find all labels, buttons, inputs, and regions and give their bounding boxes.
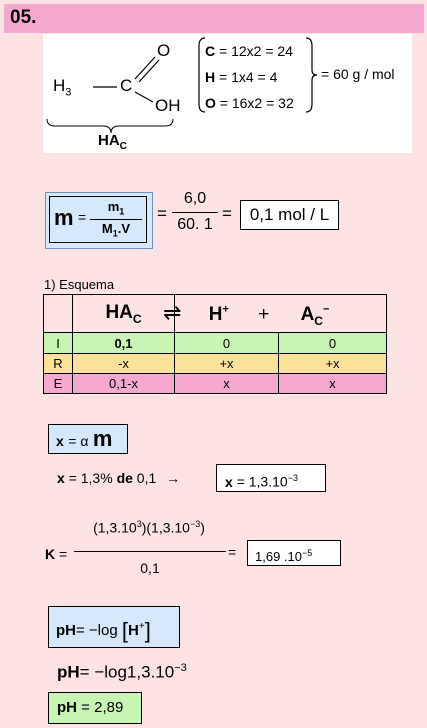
alpha-calculation: x = 1,3% de 0,1 →	[57, 470, 181, 486]
acid-name: HAC	[98, 132, 127, 152]
table-cell: 0,1-x	[72, 373, 175, 394]
products-cell: ⇌ H+ + AC−	[163, 294, 387, 333]
ka-result-box: 1,69 .10−5	[247, 540, 341, 566]
equals-sign: =	[222, 204, 232, 223]
table-cell: +x	[278, 353, 387, 374]
mass-braces	[198, 37, 318, 113]
carbon-atom: C	[120, 76, 133, 95]
methyl-group: H3	[53, 76, 72, 99]
table-cell: x	[278, 373, 387, 394]
row-label: I	[43, 332, 73, 354]
esquema-title: 1) Esquema	[44, 277, 115, 292]
molarity-formula-box: m = m1 M1.V	[49, 196, 147, 243]
ka-numerator: (1,3.103)(1,3.10−3)	[93, 519, 205, 536]
mass-row-h: H = 1x4 = 4	[205, 69, 278, 85]
mass-row-c: C = 12x2 = 24	[205, 43, 293, 59]
value-denominator: 60. 1	[177, 216, 213, 233]
oxygen-atom: O	[157, 41, 171, 60]
equals-sign: =	[157, 204, 167, 223]
element-mass-list: C = 12x2 = 24 H = 1x4 = 4 O = 16x2 = 32	[205, 38, 294, 116]
x-result-box: x = 1,3.10−3	[216, 464, 326, 492]
molecule-panel	[43, 34, 412, 153]
table-corner-cell	[43, 294, 73, 333]
table-row-reaction: R -x +x +x	[43, 353, 387, 374]
ph-definition-box: pH= −log [H+]	[48, 606, 180, 648]
left-bracket: [	[121, 618, 129, 644]
table-cell: 0	[278, 332, 387, 354]
table-row-equilibrium: E 0,1-x x x	[43, 373, 387, 394]
ph-result-box: pH = 2,89	[48, 692, 142, 724]
molarity-numerator: m1	[107, 199, 125, 217]
question-number: 05.	[10, 7, 37, 28]
equals-sign: =	[228, 544, 237, 560]
molarity-symbol: m	[54, 205, 74, 230]
equals-sign: =	[78, 209, 87, 225]
equilibrium-table: HAC ⇌ H+ + AC− I 0,1 0 0 R -x +x +x E 0,…	[43, 294, 387, 394]
row-label: E	[43, 373, 73, 394]
question-header: 05.	[4, 4, 424, 33]
hydroxyl-group: OH	[155, 96, 181, 115]
arrow-right-icon: →	[166, 470, 181, 486]
value-numerator: 6,0	[183, 190, 207, 207]
molarity-denominator: M1.V	[101, 221, 131, 239]
right-bracket: ]	[144, 618, 151, 644]
ka-denominator: 0,1	[140, 560, 160, 576]
row-label: R	[43, 353, 73, 374]
fraction-bar	[74, 551, 226, 552]
mass-row-o: O = 16x2 = 32	[205, 95, 294, 111]
equilibrium-arrow-icon: ⇌	[163, 299, 182, 325]
table-header-row: HAC ⇌ H+ + AC−	[43, 294, 387, 333]
table-cell: x	[174, 373, 279, 394]
molarity-result-box: 0,1 mol / L	[240, 200, 339, 230]
table-cell: +x	[174, 353, 279, 374]
table-cell: -x	[72, 353, 175, 374]
reactant-cell: HAC	[72, 294, 175, 333]
table-row-initial: I 0,1 0 0	[43, 332, 387, 354]
alpha-formula-box: x = α m	[48, 424, 128, 454]
hydronium-ion: H+	[208, 303, 229, 325]
plus-sign: +	[258, 303, 270, 325]
table-cell: 0,1	[72, 332, 175, 354]
fraction-bar	[90, 219, 142, 220]
acetic-acid-structure	[46, 56, 174, 134]
fraction-bar	[172, 212, 218, 213]
ka-symbol: K =	[45, 546, 68, 562]
ph-calculation: pH= −log1,3.10−3	[57, 662, 187, 682]
table-cell: 0	[174, 332, 279, 354]
acetate-ion: AC−	[300, 303, 330, 328]
molar-mass-result: = 60 g / mol	[321, 66, 395, 82]
